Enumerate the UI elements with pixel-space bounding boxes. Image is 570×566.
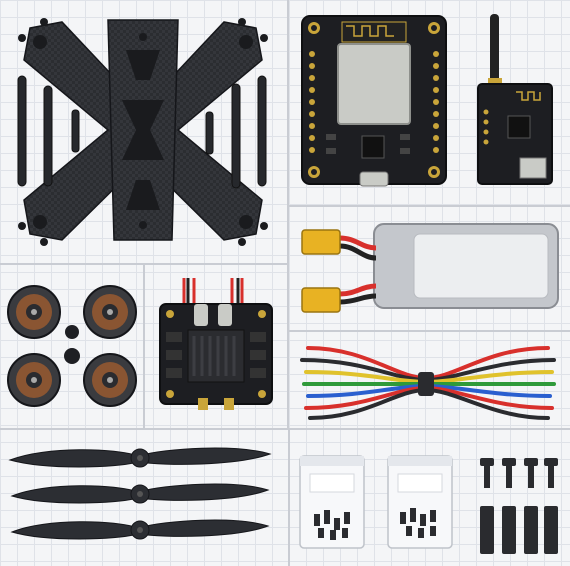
screw-bag-right bbox=[387, 455, 453, 549]
screw-bag-left bbox=[299, 455, 365, 549]
divider-vertical-main bbox=[287, 0, 289, 428]
standoffs bbox=[480, 458, 558, 554]
motors bbox=[7, 285, 137, 407]
video-transmitter bbox=[477, 14, 553, 185]
divider-horizontal-fc bbox=[289, 205, 570, 207]
flight-controller bbox=[301, 15, 447, 187]
divider-horizontal-frame bbox=[0, 263, 287, 265]
esc-4in1 bbox=[159, 278, 273, 410]
divider-horizontal-battery bbox=[289, 330, 570, 332]
carbon-frame bbox=[17, 18, 268, 246]
divider-vertical-motors bbox=[143, 265, 145, 428]
divider-horizontal-bottom bbox=[0, 428, 570, 430]
wire-bundle bbox=[300, 346, 556, 420]
divider-vertical-props bbox=[288, 430, 290, 566]
motor-unit bbox=[7, 285, 61, 339]
propellers bbox=[8, 447, 272, 540]
screw-bags bbox=[299, 455, 453, 549]
lipo-battery bbox=[301, 223, 559, 313]
